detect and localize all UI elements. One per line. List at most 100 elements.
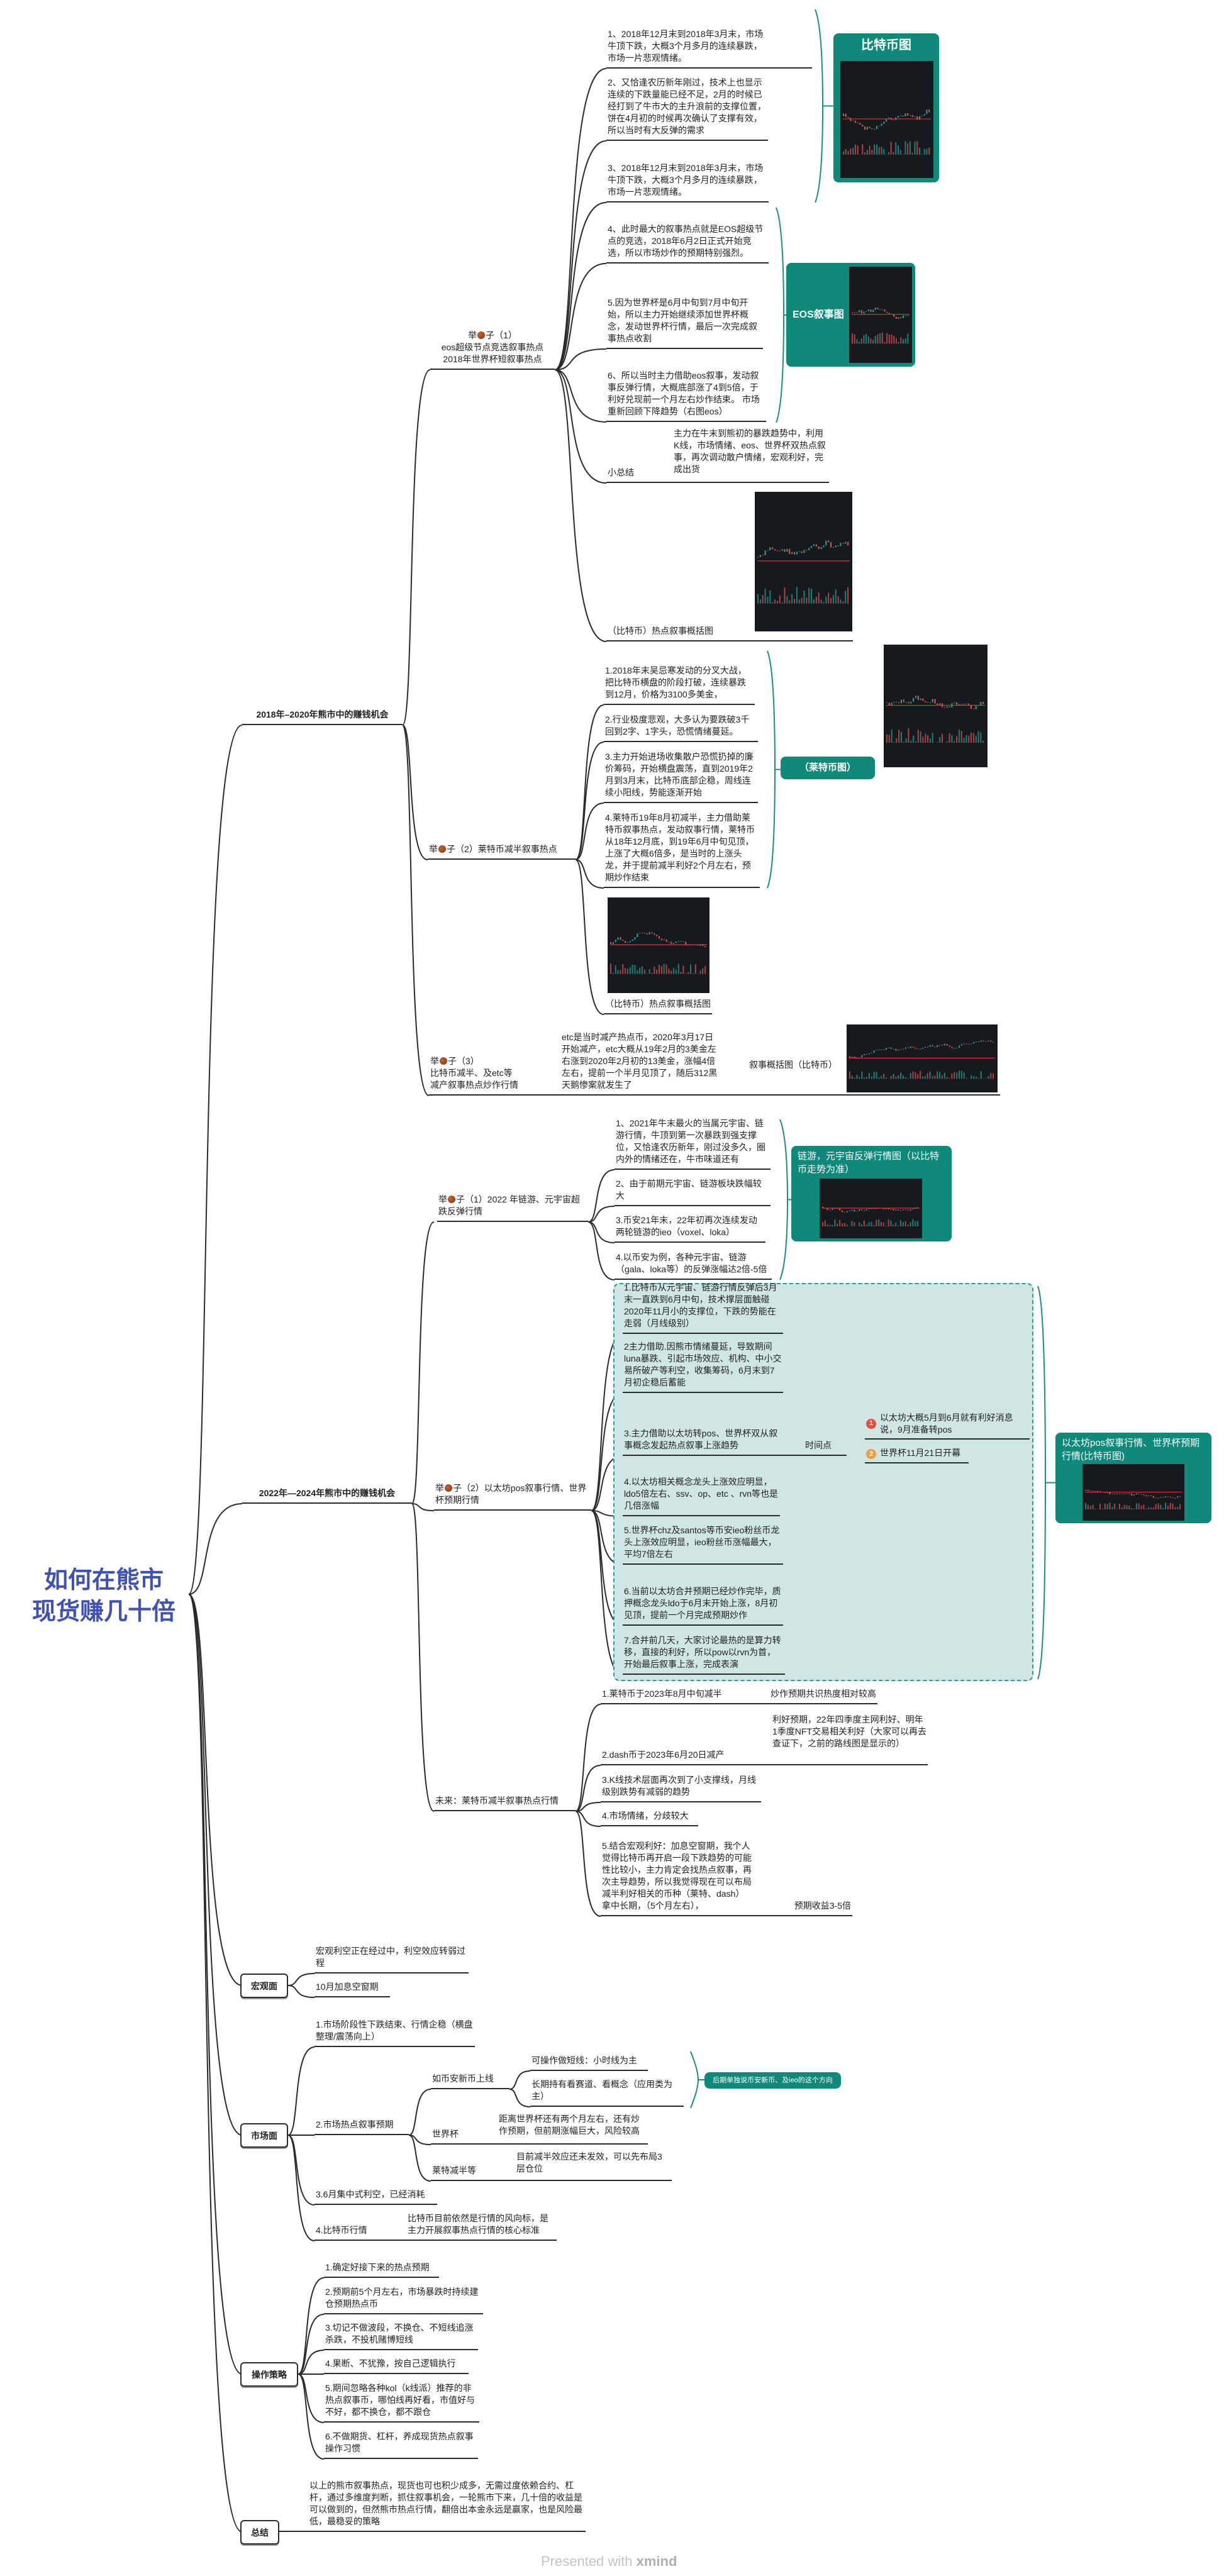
list-item[interactable]: 4.果断、不犹豫，按自己逻辑执行 [324, 2357, 469, 2374]
volume-bar [1135, 1503, 1137, 1509]
volume-bar [905, 738, 907, 743]
candle [796, 552, 798, 555]
list-item[interactable]: 6.不做期货、杠杆，养成现货热点叙事操作习惯 [324, 2431, 478, 2459]
list-item[interactable]: 世界杯 距离世界杯还有两个月左右，还有炒作预期，但前期涨幅巨大，风险较高 [431, 2113, 648, 2145]
volume-bar [849, 1071, 850, 1079]
litecoin-chart-card[interactable]: （莱特币图） [781, 757, 875, 779]
list-item[interactable]: 5.结合宏观利好：加息空窗期，我个人觉得比特币再开启一段下跌趋势的可能性比较小，… [601, 1833, 852, 1916]
timepoint-node[interactable]: 时间点 [804, 1437, 847, 1456]
list-item[interactable]: 5.因为世界杯是6月中旬到7月中旬开始，所以主力开始继续添加世界杯概念，发动世界… [606, 270, 763, 349]
list-item[interactable]: 7.合并前几天，大家讨论最热的是算力转移，直接的利好，所以pow以rvn为首，开… [623, 1632, 785, 1675]
candlestick-chart [757, 540, 850, 604]
candle [907, 1047, 909, 1048]
candle [1152, 1496, 1154, 1498]
summary-node[interactable]: 小总结 主力在牛末到熊初的暴跌趋势中，利用K线，市场情绪、eos、世界杯双热点叙… [606, 428, 829, 483]
binance-ieo-note-card[interactable]: 后期单独说币安新币、及ieo的这个方向 [704, 2072, 841, 2089]
list-item[interactable]: 4.市场情绪，分歧较大 [601, 1809, 698, 1826]
list-item[interactable]: 可操作做短线：小时线为主 [530, 2053, 648, 2071]
branch-2022-2024[interactable]: 2022年—2024年熊市中的赚钱机会 [242, 1484, 412, 1504]
list-item[interactable]: 3.6月集中式利空，已经消耗 [314, 2187, 437, 2205]
list-item[interactable]: 3.K线技术层面再次到了小支撑线，月线级别跌势有减弱的趋势 [601, 1774, 761, 1802]
volume-bar [862, 144, 864, 155]
macro-topic[interactable]: 宏观面 [240, 1974, 288, 1998]
market-topic[interactable]: 市场面 [240, 2123, 288, 2148]
connector-line [575, 802, 604, 860]
list-item[interactable]: 1.市场阶段性下跌结束、行情企稳（横盘整理/震荡向上） [314, 2019, 475, 2047]
list-item[interactable]: 6.当前以太坊合并预期已经炒作完毕，质押概念龙头ldo于6月末开始上涨，8月初见… [623, 1571, 783, 1626]
list-item[interactable]: 2主力借助.因熊市情绪蔓延，导致期间luna暴跌、引起市场效应、机构、中小交易所… [623, 1340, 783, 1393]
example-2-eth-pos-topic[interactable]: 举子（2）以太坊pos叙事行情、世界杯预期行情 [434, 1479, 591, 1511]
connector-line [402, 369, 431, 726]
list-item[interactable]: 2、又恰逢农历新年刚过，技术上也显示连续的下跌量能已经不足，2月的时候已经打到了… [606, 74, 768, 141]
list-item[interactable]: 宏观利空正在经过中，利空效应转弱过程 [314, 1946, 469, 1974]
list-item[interactable]: 2.dash币于2023年6月20日减产 利好预期，22年四季度主网利好、明年1… [601, 1714, 928, 1765]
list-item[interactable]: 5.期间忽略各种kol（k线派）推荐的非热点叙事币，哪怕线再好看，市值好与不好，… [324, 2382, 479, 2423]
example-2-litecoin-topic[interactable]: 举子（2）莱特币减半叙事热点 [428, 843, 576, 860]
future-litecoin-halving-topic[interactable]: 未来：莱特币减半叙事热点行情 [434, 1794, 576, 1811]
list-item[interactable]: 2.预期前5个月左右，市场暴跌时持续建仓预期热点币 [324, 2286, 483, 2314]
list-item[interactable]: 3.切记不做波段，不换仓、不短线追涨杀跌，不投机赌博短线 [324, 2322, 478, 2350]
list-item[interactable]: 莱特减半等 目前减半效应还未发效，可以先布局3层仓位 [431, 2151, 672, 2181]
example-1-eos-topic[interactable]: 举子（1） eos超级节点竞选叙事热点 2018年世界杯短叙事热点 [430, 324, 555, 370]
list-item[interactable]: 4.以币安为例，各种元宇宙、链游（gala、loka等）的反弹涨幅达2倍-5倍 [615, 1249, 772, 1280]
timepoint-item[interactable]: 1 以太坊大概5月到6月就有利好消息说，9月准备转pos [865, 1412, 1030, 1440]
list-item[interactable]: 3.币安21年末，22年初再次连续发动两轮链游的ieo（voxel、loka） [615, 1213, 765, 1243]
gamefi-chart-card[interactable]: 链游，元宇宙反弹行情图（以比特币走势为准） [791, 1146, 952, 1241]
list-item[interactable]: 4、此时最大的叙事热点就是EOS超级节点的竞选，2018年6月2日正式开始竞选，… [606, 208, 769, 264]
list-item[interactable]: 4.莱特币19年8月初减半，主力借助莱特币叙事热点，发动叙事行情，莱特币从18年… [604, 808, 760, 888]
candlestick-chart [852, 308, 910, 344]
list-item[interactable]: 1.确定好接下来的热点预期 [324, 2260, 439, 2278]
list-item[interactable]: 4.以太坊相关概念龙头上涨效应明显，ldo5倍左右、ssv、op、etc 、rv… [623, 1472, 780, 1516]
volume-bar [759, 599, 761, 604]
branch-2018-2020[interactable]: 2018年–2020年熊市中的赚钱机会 [242, 704, 403, 725]
list-item[interactable]: 1、2018年12月末到2018年3月末，市场牛顶下跌，大概3个月多月的连续暴跌… [606, 11, 812, 69]
presented-with-xmind-watermark: Presented with xmind [541, 2553, 677, 2569]
example-3-etc-topic[interactable]: 举子（3） 比特币减半、及etc等 减产叙事热点炒作行情 [429, 1028, 1000, 1096]
list-item[interactable]: 3、2018年12月末到2018年3月末，市场牛顶下跌，大概3个月多月的连续暴跌… [606, 148, 769, 203]
list-item[interactable]: 1、2021年牛末最火的当属元宇宙、链游行情，牛顶到第一次暴跌到强支撑位，又恰逢… [615, 1117, 771, 1170]
summary-text-node[interactable]: 以上的熊市叙事热点，现货也可也积少成多，无需过度依赖合约、杠杆，通过多维度判断，… [279, 2478, 586, 2532]
summary-topic[interactable]: 总结 [240, 2520, 279, 2545]
list-item[interactable]: 2.市场热点叙事预期 [314, 2118, 409, 2135]
connector-line [402, 724, 428, 860]
list-item[interactable]: 长期持有看赛道、看概念（应用类为主） [530, 2079, 684, 2107]
bitcoin-chart-card[interactable]: 比特币图 [833, 33, 939, 182]
list-item[interactable]: 3.主力借助以太坊转pos、世界杯双从叙事概念发起热点叙事上涨趋势 [623, 1423, 805, 1456]
volume-bar [857, 145, 859, 155]
eth-pos-chart-card[interactable]: 以太坊pos叙事行情、世界杯预期行情(比特币图) [1055, 1433, 1211, 1523]
bitcoin-narrative-chart-image[interactable] [755, 492, 852, 631]
list-item[interactable]: 1.莱特币于2023年8月中旬减半 炒作预期共识热度相对较高 [601, 1685, 877, 1704]
item-note: 炒作预期共识热度相对较高 [771, 1689, 876, 1699]
candle [919, 116, 921, 120]
volume-bar [912, 1219, 914, 1226]
list-item[interactable]: 2.行业极度悲观，大多认为要跌破3千回到2字、1字头，恐慌情绪蔓延。 [604, 711, 758, 742]
volume-bar [610, 963, 611, 974]
volume-bar [620, 970, 621, 974]
list-item[interactable]: 1.2018年末吴忌寒发动的分叉大战，把比特币横盘的阶段打破，连续暴跌到12月，… [604, 663, 755, 705]
list-item[interactable]: 6、所以当时主力借助eos叙事，发动叙事反弹行情，大概底部涨了4到5倍，于利好兑… [606, 355, 766, 422]
example-1-gamefi-topic[interactable]: 举子（1）2022 年链游、元宇宙超跌反弹行情 [437, 1182, 588, 1222]
list-item[interactable]: 3.主力开始进场收集散户恐慌扔掉的廉价筹码，开始横盘震荡，直到2019年2月到3… [604, 748, 758, 803]
litecoin-chart-image[interactable] [884, 645, 988, 767]
eos-chart-card[interactable]: EOS叙事图 [786, 263, 915, 367]
chart-caption-node[interactable]: （比特币）热点叙事概括图 [604, 896, 712, 1014]
list-item[interactable]: 2、由于前期元宇宙、链游板块跌幅较大 [615, 1176, 771, 1206]
candle [834, 1208, 836, 1209]
volume-bar [834, 1219, 836, 1226]
list-item[interactable]: 4.比特币行情 比特币目前依然是行情的风向标，是主力开展叙事热点行情的核心标准 [314, 2212, 557, 2241]
root-topic[interactable]: 如何在熊市 现货赚几十倍 [25, 1565, 182, 1628]
candle [835, 545, 837, 548]
volume-bar [1128, 1505, 1130, 1509]
list-item[interactable]: 10月加息空窗期 [314, 1980, 390, 1997]
candle [685, 941, 687, 945]
etc-narrative-chart-image[interactable] [847, 1024, 998, 1092]
list-item[interactable]: 1.比特币从元宇宙、链游行情反弹后3月末一直跌到6月中旬，技术撑层面触碰2020… [623, 1282, 783, 1334]
list-item[interactable]: 5.世界杯chz及santos等币安ieo粉丝币龙头上涨效应明显，ieo粉丝币涨… [623, 1522, 783, 1565]
timepoint-item[interactable]: 2 世界杯11月21日开幕 [865, 1446, 969, 1463]
list-item[interactable]: 如币安新币上线 [431, 2072, 509, 2089]
strategy-topic[interactable]: 操作策略 [240, 2362, 298, 2387]
litecoin-narrative-chart-image[interactable] [608, 897, 709, 993]
volume-bar [1111, 1507, 1113, 1509]
volume-bar [872, 340, 874, 344]
chart-caption-node[interactable]: （比特币）热点叙事概括图 [606, 489, 853, 641]
